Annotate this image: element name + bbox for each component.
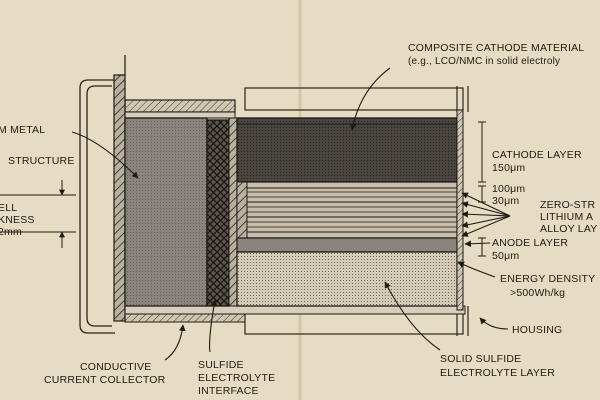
sulfide-electrolyte-interface [206, 119, 230, 307]
label-cathode-material-1: COMPOSITE CATHODE MATERIAL [408, 42, 584, 54]
label-conductive-2: CURRENT COLLECTOR [44, 374, 166, 386]
bottom-plate-lower [124, 313, 246, 323]
cathode-layer [236, 117, 458, 183]
label-energy-density-2: >500Wh/kg [510, 287, 565, 299]
label-sulfide-interface-1: SULFIDE [198, 359, 244, 371]
label-cathode-layer-2: 150μm [492, 162, 525, 174]
label-dim-100: 100μm [492, 183, 525, 195]
lithium-metal-structure [124, 117, 208, 307]
label-anode-layer-1: ANODE LAYER [492, 237, 568, 249]
cell-thickness-dimension [0, 180, 76, 248]
label-cathode-material-2: (e.g., LCO/NMC in solid electroly [408, 56, 560, 67]
label-cell-thickness-1: ELL [0, 202, 17, 214]
label-energy-density-1: ENERGY DENSITY [500, 273, 595, 285]
anode-layer [236, 237, 458, 253]
label-anode-layer-2: 50μm [492, 250, 519, 262]
dimension-marks [478, 121, 486, 257]
label-cathode-layer-1: CATHODE LAYER [492, 149, 582, 161]
label-conductive-1: CONDUCTIVE [80, 361, 151, 373]
label-solid-sulfide-1: SOLID SULFIDE [440, 353, 521, 365]
label-solid-sulfide-2: ELECTROLYTE LAYER [440, 367, 555, 379]
top-plate [124, 99, 236, 113]
label-cell-thickness-2: KNESS [0, 214, 35, 226]
top-plate-inner [124, 111, 236, 119]
right-wall [456, 109, 464, 311]
label-sulfide-interface-3: INTERFACE [198, 385, 259, 397]
label-zero-strain-3: ALLOY LAY [540, 223, 597, 235]
solid-sulfide-electrolyte-layer [236, 251, 458, 307]
interface-border [228, 117, 238, 307]
leader-lines [71, 67, 511, 361]
label-metal-structure-2: STRUCTURE [8, 155, 75, 167]
label-sulfide-interface-2: ELECTROLYTE [198, 372, 275, 384]
label-dim-30: 30μm [492, 195, 519, 207]
label-zero-strain-1: ZERO-STR [540, 199, 595, 211]
label-zero-strain-2: LITHIUM A [540, 211, 593, 223]
current-collector-post [113, 74, 126, 322]
label-cell-thickness-3: 2mm [0, 226, 22, 238]
alloy-layers [236, 181, 458, 239]
bottom-plate [124, 305, 466, 315]
label-metal-structure-1: M METAL [0, 124, 45, 136]
label-housing: HOUSING [512, 324, 562, 336]
